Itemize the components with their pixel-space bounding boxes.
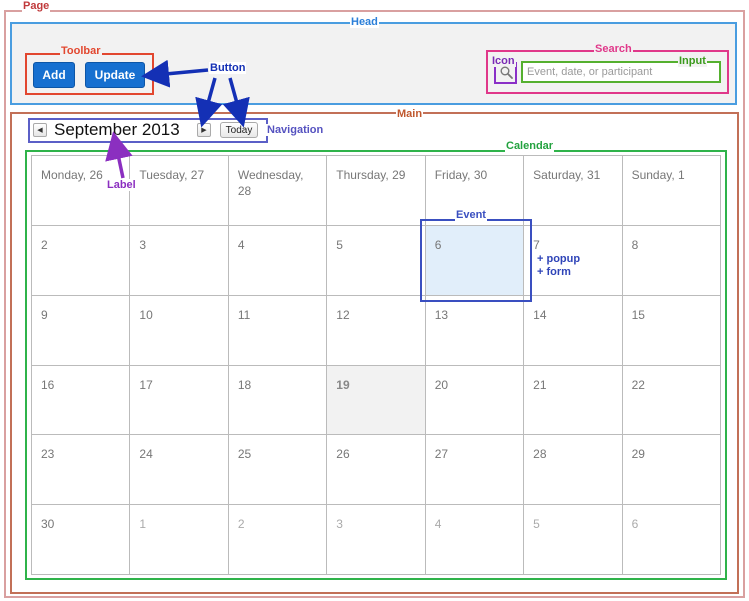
search-icon[interactable] <box>500 66 513 79</box>
page-annotation: Page <box>22 0 51 12</box>
calendar-day-cell[interactable]: 6 <box>622 505 721 575</box>
calendar-day-cell[interactable]: 11 <box>228 295 328 366</box>
popup-link[interactable]: + popup <box>537 253 581 266</box>
calendar-day-cell[interactable]: 26 <box>327 435 426 506</box>
calendar-day-cell[interactable]: 29 <box>622 435 721 506</box>
icon-annotation: Icon <box>491 55 516 67</box>
label-annotation: Label <box>106 179 137 191</box>
calendar-day-cell[interactable]: 15 <box>622 295 721 366</box>
calendar-day-cell[interactable]: 18 <box>228 365 328 436</box>
calendar-day-cell[interactable]: Sunday, 1 <box>622 156 721 226</box>
chevron-right-icon: ▶ <box>201 127 207 134</box>
head-annotation: Head <box>350 16 379 28</box>
event-highlight <box>420 219 532 302</box>
update-button[interactable]: Update <box>85 62 145 88</box>
calendar-day-cell[interactable]: 7 <box>524 225 623 296</box>
calendar-day-cell[interactable]: 4 <box>425 505 525 575</box>
navigation-annotation: Navigation <box>266 124 325 136</box>
today-button[interactable]: Today <box>220 122 258 138</box>
month-label: September 2013 <box>54 120 180 139</box>
calendar-day-cell[interactable]: 4 <box>228 225 328 296</box>
calendar-day-cell[interactable]: 6 <box>425 225 525 296</box>
calendar-region <box>25 150 727 580</box>
calendar-day-cell[interactable]: Saturday, 31 <box>524 156 623 226</box>
calendar-day-cell[interactable]: 12 <box>327 295 426 366</box>
calendar-day-cell[interactable]: 2 <box>228 505 328 575</box>
calendar-day-cell[interactable]: 16 <box>32 365 131 436</box>
calendar-day-cell[interactable]: 5 <box>327 225 426 296</box>
form-link[interactable]: + form <box>537 266 571 279</box>
calendar-day-cell[interactable]: 25 <box>228 435 328 506</box>
calendar-day-cell[interactable]: Tuesday, 27 <box>130 156 229 226</box>
calendar-day-cell[interactable]: Friday, 30 <box>425 156 525 226</box>
calendar-day-cell[interactable]: 27 <box>425 435 525 506</box>
next-month-button[interactable]: ▶ <box>197 123 211 137</box>
search-input[interactable] <box>527 64 717 80</box>
chevron-left-icon: ◀ <box>37 127 43 134</box>
button-annotation: Button <box>209 62 247 74</box>
calendar-day-cell[interactable]: 1 <box>130 505 229 575</box>
calendar-annotation: Calendar <box>505 140 555 152</box>
calendar-day-cell[interactable]: 3 <box>130 225 229 296</box>
calendar-day-cell[interactable]: 10 <box>130 295 229 366</box>
calendar-day-cell[interactable]: 30 <box>32 505 131 575</box>
calendar-day-cell[interactable]: 19 <box>327 365 426 436</box>
calendar-day-cell[interactable]: 2 <box>32 225 131 296</box>
calendar-day-cell[interactable]: 3 <box>327 505 426 575</box>
calendar-day-cell[interactable]: 23 <box>32 435 131 506</box>
main-region <box>10 112 739 594</box>
calendar-day-cell[interactable]: 17 <box>130 365 229 436</box>
main-annotation: Main <box>396 108 424 120</box>
search-annotation: Search <box>594 43 633 55</box>
calendar-day-cell[interactable]: 14 <box>524 295 623 366</box>
toolbar-annotation: Toolbar <box>60 45 102 57</box>
event-annotation: Event <box>455 209 487 221</box>
calendar-day-cell[interactable]: 13 <box>425 295 525 366</box>
calendar-day-cell[interactable]: 22 <box>622 365 721 436</box>
page-frame <box>4 10 745 598</box>
prev-month-button[interactable]: ◀ <box>33 123 47 137</box>
calendar-day-cell[interactable]: Wednesday, 28 <box>228 156 328 226</box>
calendar-day-cell[interactable]: 24 <box>130 435 229 506</box>
calendar-day-cell[interactable]: 8 <box>622 225 721 296</box>
calendar-day-cell[interactable]: 20 <box>425 365 525 436</box>
calendar-day-cell[interactable]: 21 <box>524 365 623 436</box>
add-button[interactable]: Add <box>33 62 75 88</box>
calendar-day-cell[interactable]: 5 <box>524 505 623 575</box>
calendar-day-cell[interactable]: 28 <box>524 435 623 506</box>
calendar-day-cell[interactable]: 9 <box>32 295 131 366</box>
calendar-day-cell[interactable]: Thursday, 29 <box>327 156 426 226</box>
